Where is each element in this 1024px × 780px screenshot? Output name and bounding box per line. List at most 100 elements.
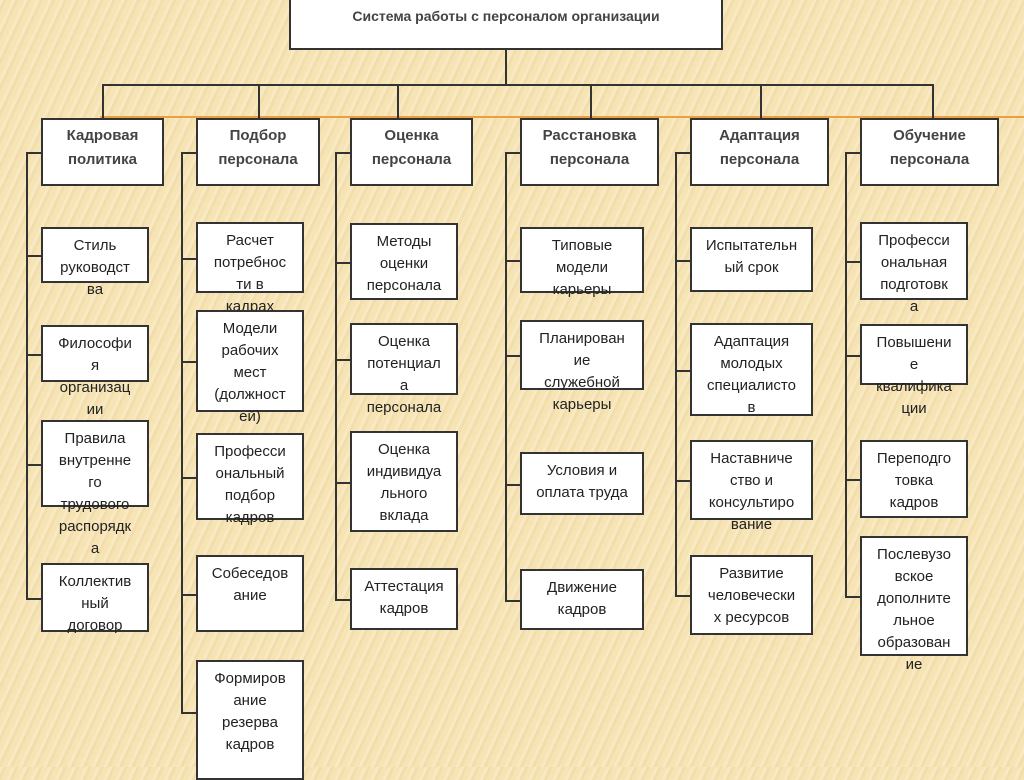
connector-line — [845, 596, 860, 598]
connector-line — [845, 479, 860, 481]
item-box: Философи я организац ии — [41, 325, 149, 418]
item-box: Правила внутренне го трудового распорядк… — [41, 420, 149, 557]
item-box: Аттестация кадров — [350, 568, 458, 630]
item-box: Наставниче ство и консультиро вание — [690, 440, 813, 533]
column-header-box: Адаптация персонала — [690, 118, 829, 186]
column-header-label: Подбор персонала — [218, 127, 298, 168]
item-box: Стиль руководст ва — [41, 227, 149, 298]
item-label: Оценка индивидуа льного вклада — [366, 441, 442, 524]
item-box: Переподго товка кадров — [860, 440, 968, 518]
spine-line — [845, 152, 847, 596]
item-label: Расчет потребнос ти в кадрах — [213, 232, 287, 315]
connector-line — [26, 598, 41, 600]
item-label: Професси ональная подготовк а — [878, 232, 950, 315]
item-label: Развитие человечески х ресурсов — [707, 565, 796, 626]
root-box: Система работы с персоналом организации — [289, 0, 723, 50]
item-label: Переподго товка кадров — [876, 450, 952, 511]
connector-line — [675, 480, 690, 482]
connector-line — [181, 152, 196, 154]
connector-line — [760, 84, 762, 118]
item-label: Наставниче ство и консультиро вание — [708, 450, 795, 533]
column-header-label: Оценка персонала — [371, 127, 452, 168]
connector-line — [505, 355, 520, 357]
connector-line — [26, 354, 41, 356]
item-box: Модели рабочих мест (должност ей) — [196, 310, 304, 425]
connector-line — [932, 84, 934, 118]
connector-line — [335, 482, 350, 484]
item-box: Коллектив ный договор — [41, 563, 149, 634]
item-label: Коллектив ный договор — [58, 573, 132, 634]
connector-line — [181, 258, 196, 260]
item-label: Аттестация кадров — [364, 578, 444, 617]
column-header-label: Обучение персонала — [889, 127, 970, 168]
item-label: Собеседов ание — [211, 565, 289, 604]
connector-line — [675, 370, 690, 372]
item-box: Планирован ие служебной карьеры — [520, 320, 644, 413]
item-label: Послевузо вское дополните льное образова… — [877, 546, 951, 673]
connector-line — [181, 712, 196, 714]
connector-line — [505, 50, 507, 86]
item-box: Формиров ание резерва кадров — [196, 660, 304, 780]
connector-line — [26, 255, 41, 257]
root-title: Система работы с персоналом организации — [352, 8, 660, 24]
item-label: Адаптация молодых специалисто в — [707, 333, 796, 416]
item-label: Правила внутренне го трудового распорядк… — [58, 430, 132, 557]
connector-line — [505, 600, 520, 602]
connector-line — [335, 359, 350, 361]
connector-line — [102, 84, 934, 86]
item-label: Испытательн ый срок — [705, 237, 798, 276]
connector-line — [845, 152, 860, 154]
connector-line — [845, 355, 860, 357]
item-label: Повышени е квалифика ции — [876, 334, 952, 417]
connector-line — [26, 152, 41, 154]
item-box: Движение кадров — [520, 569, 644, 630]
column-header-box: Оценка персонала — [350, 118, 473, 186]
item-box: Професси ональная подготовк а — [860, 222, 968, 315]
item-label: Философи я организац ии — [58, 335, 132, 418]
column-header-box: Подбор персонала — [196, 118, 320, 186]
item-box: Адаптация молодых специалисто в — [690, 323, 813, 416]
connector-line — [845, 261, 860, 263]
item-box: Собеседов ание — [196, 555, 304, 632]
item-box: Оценка потенциал а персонала — [350, 323, 458, 416]
connector-line — [675, 260, 690, 262]
item-label: Планирован ие служебной карьеры — [539, 330, 625, 413]
connector-line — [181, 477, 196, 479]
item-label: Условия и оплата труда — [536, 462, 628, 501]
connector-line — [181, 594, 196, 596]
item-box: Условия и оплата труда — [520, 452, 644, 515]
item-label: Модели рабочих мест (должност ей) — [214, 320, 286, 425]
column-header-box: Кадровая политика — [41, 118, 164, 186]
connector-line — [102, 84, 104, 118]
connector-line — [505, 260, 520, 262]
connector-line — [397, 84, 399, 118]
connector-line — [505, 152, 520, 154]
item-box: Типовые модели карьеры — [520, 227, 644, 298]
spine-line — [181, 152, 183, 712]
item-label: Формиров ание резерва кадров — [214, 670, 286, 753]
spine-line — [26, 152, 28, 598]
item-box: Испытательн ый срок — [690, 227, 813, 292]
spine-line — [335, 152, 337, 599]
connector-line — [335, 599, 350, 601]
item-box: Професси ональный подбор кадров — [196, 433, 304, 526]
connector-line — [590, 84, 592, 118]
connector-line — [675, 595, 690, 597]
connector-line — [505, 484, 520, 486]
column-header-label: Кадровая политика — [66, 127, 139, 168]
item-label: Професси ональный подбор кадров — [214, 443, 286, 526]
connector-line — [26, 464, 41, 466]
connector-line — [675, 152, 690, 154]
spine-line — [505, 152, 507, 600]
connector-line — [335, 262, 350, 264]
connector-line — [181, 361, 196, 363]
item-box: Послевузо вское дополните льное образова… — [860, 536, 968, 673]
column-header-label: Расстановка персонала — [542, 127, 637, 168]
item-label: Типовые модели карьеры — [551, 237, 613, 298]
column-header-box: Расстановка персонала — [520, 118, 659, 186]
column-header-box: Обучение персонала — [860, 118, 999, 186]
item-box: Развитие человечески х ресурсов — [690, 555, 813, 635]
item-label: Оценка потенциал а персонала — [366, 333, 442, 416]
item-box: Методы оценки персонала — [350, 223, 458, 300]
item-label: Стиль руководст ва — [60, 237, 130, 298]
